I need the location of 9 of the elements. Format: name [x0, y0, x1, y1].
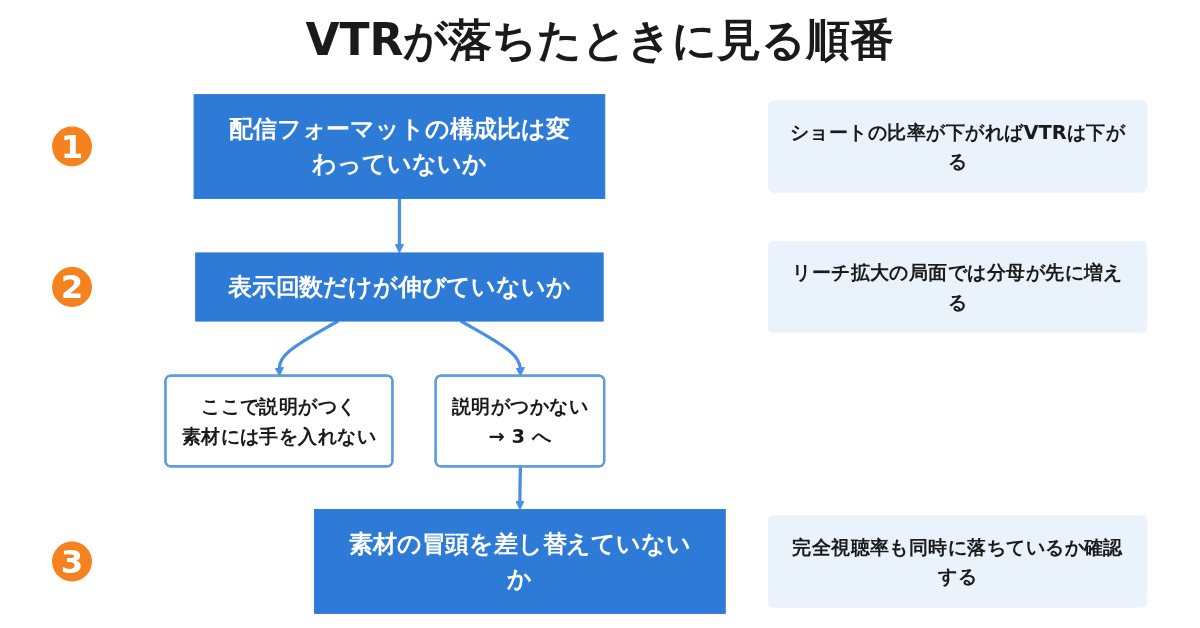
node-box: 配信フォーマットの構成比は変わっていないか — [193, 94, 606, 199]
node-box: 表示回数だけが伸びていないか — [195, 252, 604, 322]
node-box: 素材の冒頭を差し替えていないか — [314, 509, 727, 614]
title: VTRが落ちたときに見る順番 — [304, 13, 896, 67]
node-circle: 2 — [52, 267, 93, 307]
arrow — [515, 466, 525, 511]
node-circle: 1 — [52, 126, 93, 167]
arrow — [395, 198, 405, 254]
node-circle: 3 — [52, 541, 93, 582]
